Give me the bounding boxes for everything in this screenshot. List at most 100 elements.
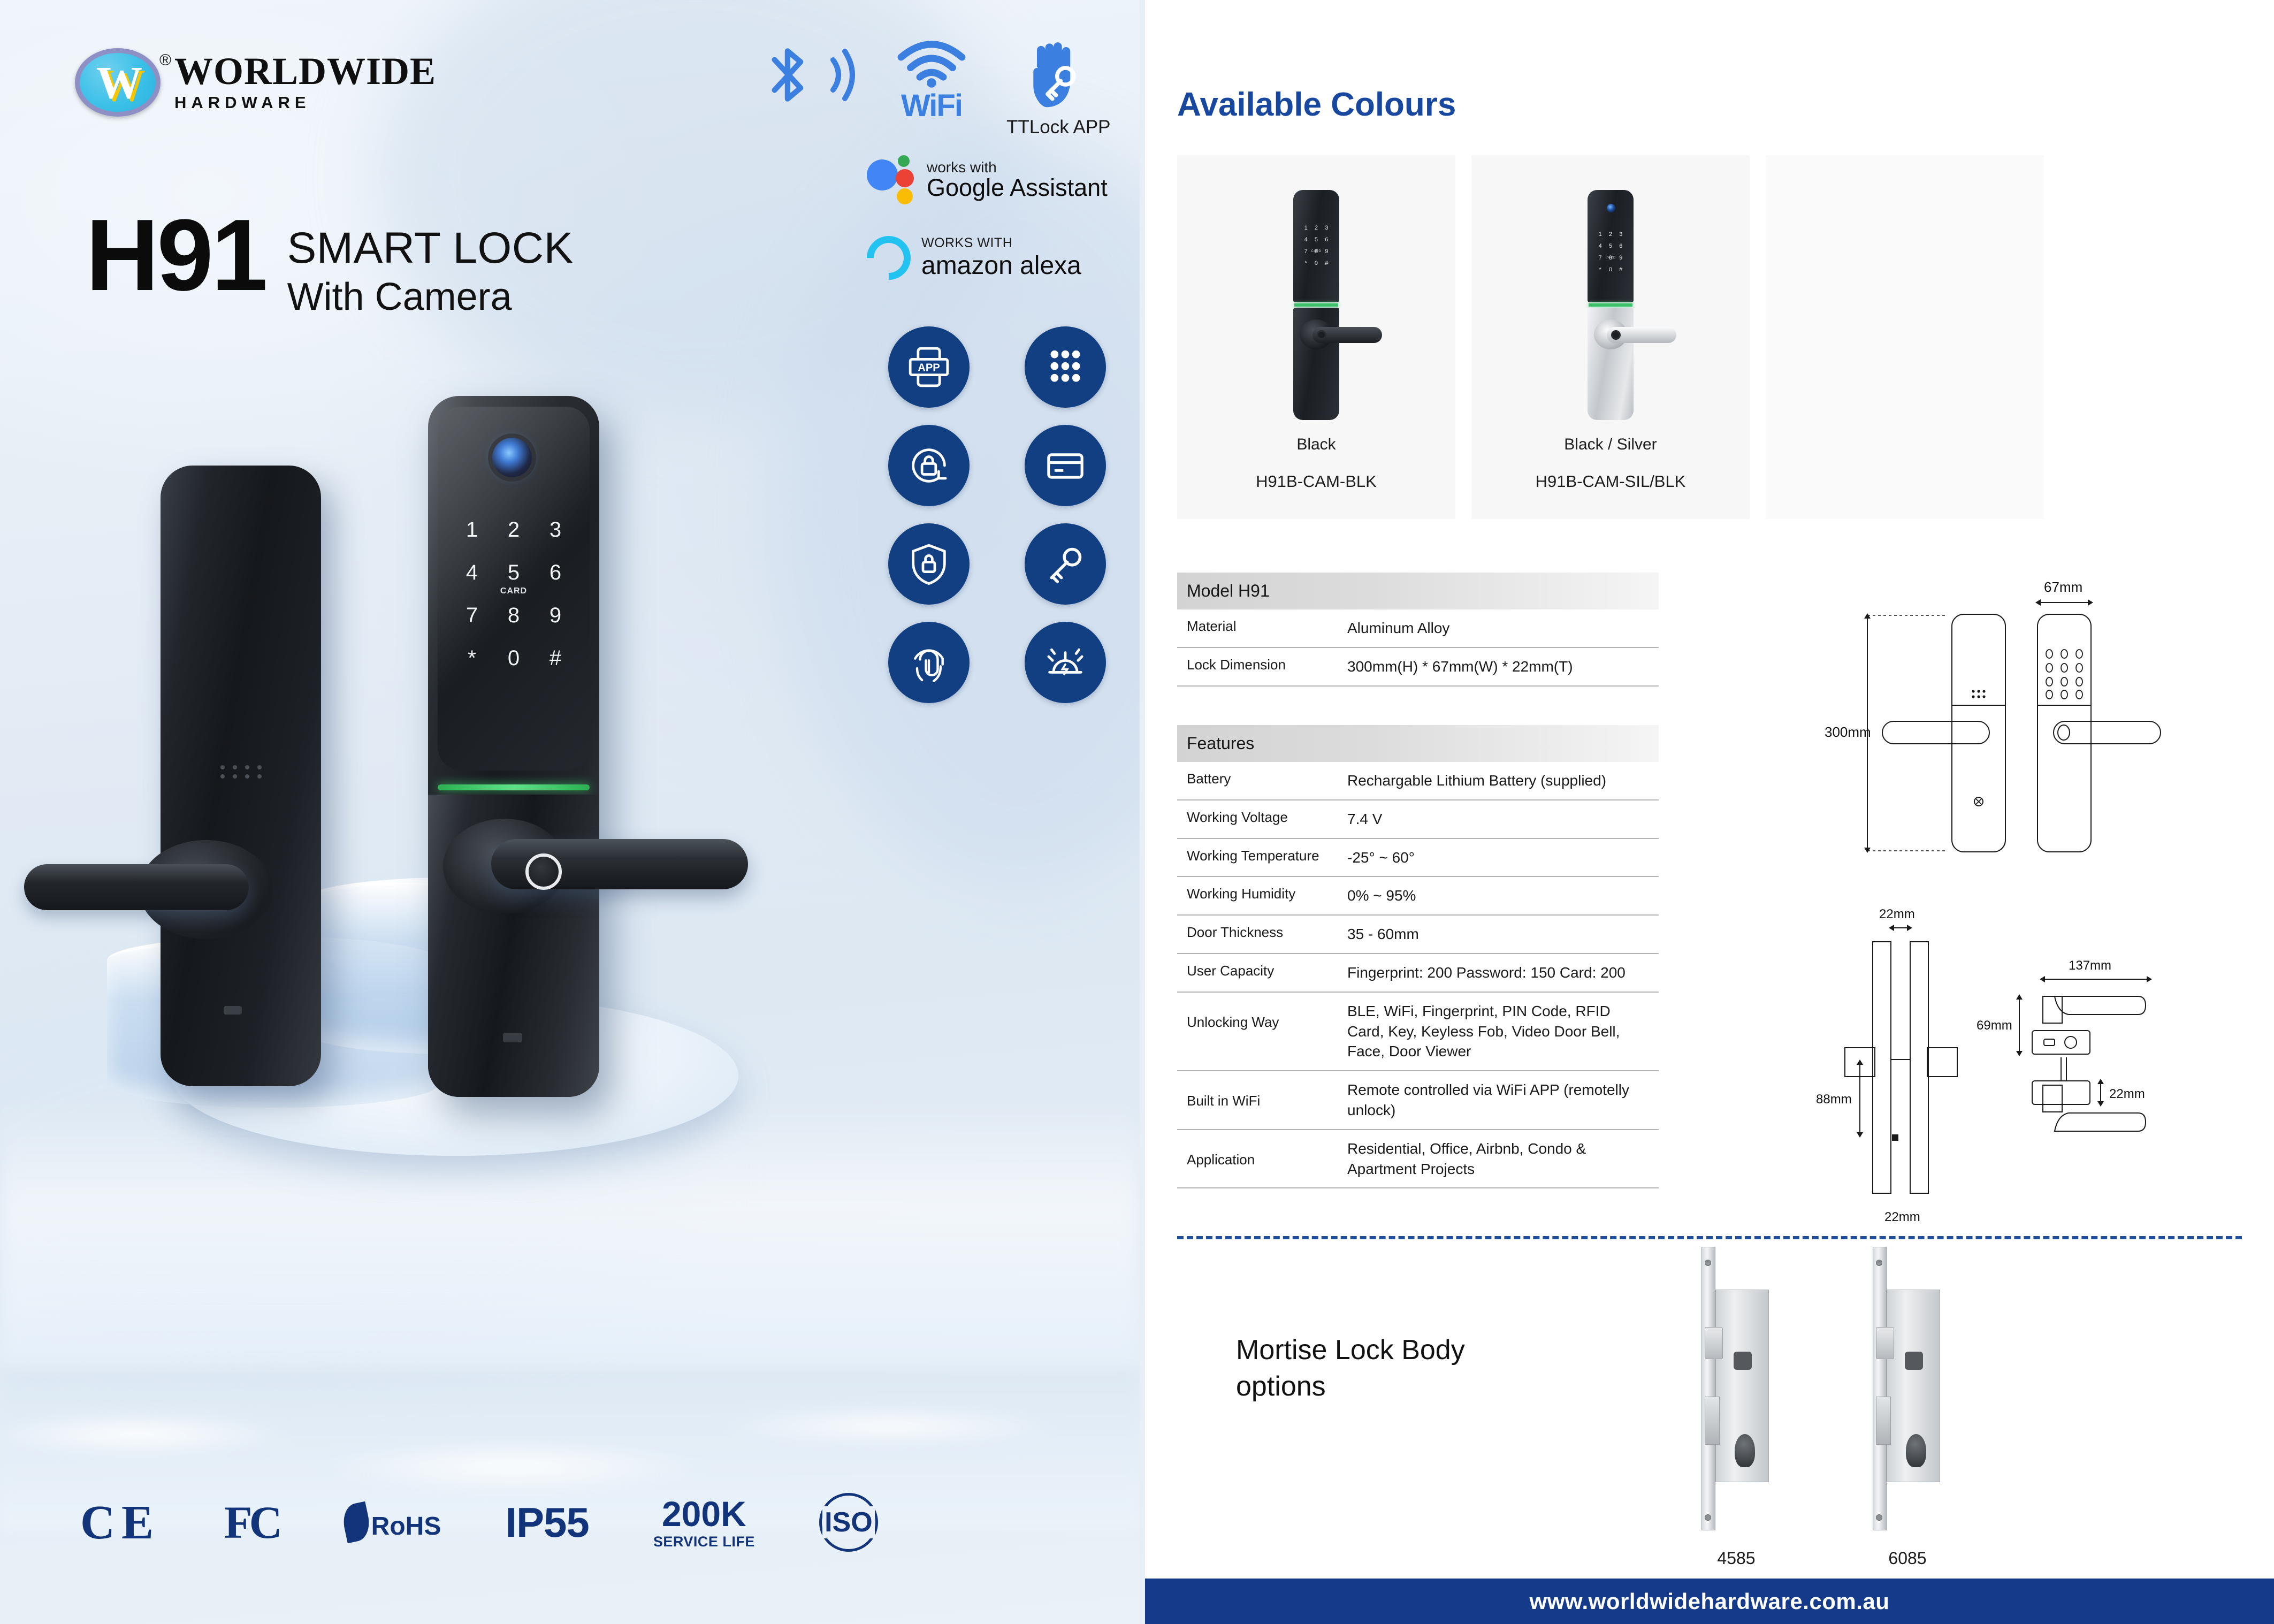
brand-logo: W ® WORLDWIDE HARDWARE [75, 48, 436, 117]
dim-thickness-bottom: 22mm [1884, 1210, 1920, 1224]
colour-card-empty[interactable] [1766, 155, 2044, 519]
spec-key: Working Temperature [1187, 847, 1319, 864]
mortise-section-title: Mortise Lock Body options [1236, 1332, 1465, 1405]
usb-port [503, 1033, 522, 1042]
mortise-option-4585[interactable]: 4585 [1701, 1247, 1771, 1568]
table-row: Material Aluminum Alloy [1177, 609, 1659, 648]
rohs-leaf-icon [339, 1501, 373, 1544]
mini-fingerprint-reader [1317, 330, 1326, 340]
table-row: Unlocking Way BLE, WiFi, Fingerprint, PI… [1177, 993, 1659, 1072]
features-table-header: Features [1177, 725, 1659, 762]
product-photo: 1 2 3 4 5 6 CARD 7 8 9 [0, 396, 1140, 1413]
mini-card-label: CARD [1605, 256, 1616, 260]
mini-status-bar [1294, 303, 1338, 307]
mortise-latch [1876, 1327, 1894, 1359]
mortise-cylinder-hole [1906, 1434, 1926, 1467]
hero-subtitles: SMART LOCK With Camera [287, 214, 574, 318]
spec-value: 7.4 V [1347, 810, 1383, 827]
table-row: Working Temperature -25° ~ 60° [1177, 839, 1659, 878]
logo-glyph: W [96, 57, 142, 108]
shield-lock-icon [888, 523, 970, 605]
table-row: Application Residential, Office, Airbnb,… [1177, 1130, 1659, 1189]
table-row: User Capacity Fingerprint: 200 Password:… [1177, 954, 1659, 993]
keypad-icon [1025, 326, 1106, 408]
spec-key: Lock Dimension [1187, 656, 1286, 673]
colour-sku: H91B-CAM-BLK [1256, 472, 1377, 491]
amazon-alexa-badge: WORKS WITH amazon alexa [858, 227, 1081, 289]
bluetooth-badge [762, 40, 857, 110]
mortise-lock-render [1873, 1247, 1942, 1530]
service-life-badge: 200K SERVICE LIFE [653, 1496, 755, 1549]
mini-status-bar [1589, 303, 1632, 307]
spec-value: Fingerprint: 200 Password: 150 Card: 200 [1347, 964, 1626, 981]
alarm-icon [1025, 622, 1106, 703]
keypad: 1 2 3 4 5 6 CARD 7 8 9 [456, 519, 571, 690]
page-title: H91 [86, 199, 268, 312]
colour-sku: H91B-CAM-SIL/BLK [1535, 472, 1686, 491]
footer-bar: www.worldwidehardware.com.au [1145, 1579, 2274, 1624]
fcc-badge: FC [224, 1497, 283, 1548]
mortise-latch [1705, 1327, 1723, 1359]
alexa-name: amazon alexa [921, 251, 1081, 280]
wifi-icon [897, 41, 966, 88]
mortise-faceplate [1873, 1247, 1887, 1530]
hand-key-icon [1033, 42, 1076, 108]
mortise-title-line2: options [1236, 1370, 1326, 1402]
mortise-faceplate [1701, 1247, 1715, 1530]
table-row: Working Voltage 7.4 V [1177, 800, 1659, 839]
dim-width: 67mm [2044, 579, 2082, 595]
model-table-header: Model H91 [1177, 573, 1659, 609]
key-star: * [456, 647, 488, 669]
background-water [0, 1370, 1140, 1530]
mortise-lock-render [1701, 1247, 1771, 1530]
mortise-option-6085[interactable]: 6085 [1873, 1247, 1942, 1568]
svg-text:APP: APP [918, 362, 940, 373]
dim-handle-offset: 88mm [1816, 1092, 1852, 1107]
google-assistant-name: Google Assistant [927, 174, 1108, 202]
hero-product-type: SMART LOCK [287, 224, 574, 272]
ttlock-label: TTLock APP [1006, 117, 1111, 138]
colour-name: Black / Silver [1564, 436, 1657, 453]
features-spec-table: Features Battery Rechargable Lithium Bat… [1177, 725, 1659, 1189]
google-assistant-icon [867, 155, 916, 204]
alexa-icon [858, 227, 920, 289]
website-url[interactable]: www.worldwidehardware.com.au [1529, 1588, 1890, 1614]
app-icon: APP [888, 326, 970, 408]
colour-name: Black [1296, 436, 1336, 453]
hero-panel: W ® WORLDWIDE HARDWARE H91 SMART LOCK Wi… [0, 0, 1140, 1624]
mortise-cylinder-hole [1735, 1434, 1755, 1467]
mortise-option-list: 4585 6085 [1701, 1247, 1942, 1568]
spec-value: Remote controlled via WiFi APP (remotell… [1347, 1081, 1629, 1118]
keypad-row: 7 8 9 [456, 605, 571, 626]
spec-key: Application [1187, 1151, 1255, 1168]
camera-icon [492, 438, 532, 477]
keypad-row: 4 5 6 CARD [456, 562, 571, 596]
model-spec-table: Model H91 Material Aluminum Alloy Lock D… [1177, 573, 1659, 687]
logo-mark-icon: W ® [75, 48, 171, 117]
card-zone-label: CARD [500, 586, 527, 596]
spec-key: Unlocking Way [1187, 1013, 1279, 1030]
keypad-row: 1 2 3 [456, 519, 571, 540]
usb-port [224, 1006, 242, 1015]
table-row: Door Thickness 35 - 60mm [1177, 916, 1659, 954]
key-3: 3 [539, 519, 571, 540]
table-row: Battery Rechargable Lithium Battery (sup… [1177, 762, 1659, 800]
service-life-caption: SERVICE LIFE [653, 1533, 755, 1550]
google-assistant-text: works with Google Assistant [927, 159, 1108, 202]
certification-badges: CE FC RoHS IP55 200K SERVICE LIFE ISO [80, 1493, 878, 1552]
spec-value: Residential, Office, Airbnb, Condo & Apa… [1347, 1140, 1586, 1177]
table-row: Built in WiFi Remote controlled via WiFi… [1177, 1071, 1659, 1130]
mortise-spindle-hole [1905, 1352, 1923, 1370]
spec-value: Aluminum Alloy [1347, 620, 1450, 636]
spec-key: Built in WiFi [1187, 1093, 1261, 1109]
doorbell-icon: # [539, 647, 571, 669]
key-2: 2 [498, 519, 530, 540]
